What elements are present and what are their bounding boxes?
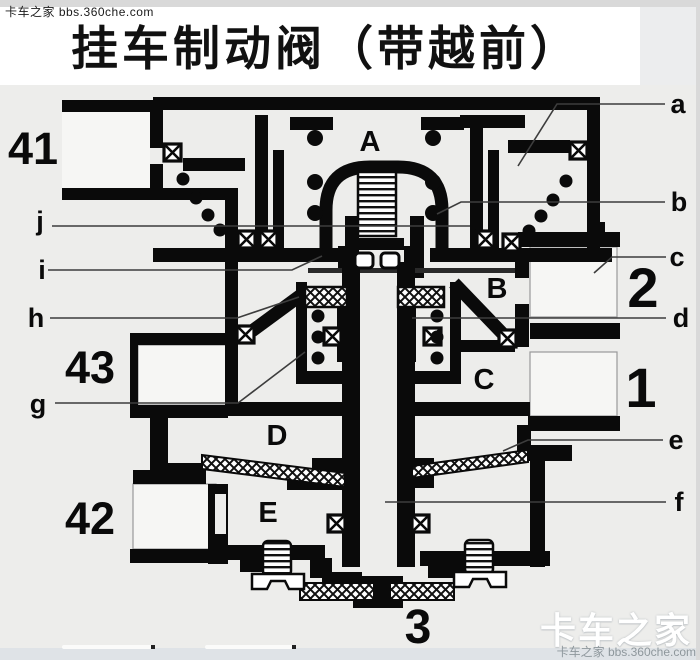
part-letter-labels: a b c d e f g h i j: [28, 89, 690, 517]
artifact-line-left: [62, 645, 152, 649]
chamber-label-A: A: [360, 126, 381, 158]
piston-seals: [303, 285, 446, 309]
housing-walls: [62, 97, 620, 608]
chamber-label-C: C: [474, 364, 495, 396]
adjusting-screws: [250, 538, 508, 591]
page-title: 挂车制动阀（带越前）: [71, 24, 581, 76]
valve-poppet: [353, 251, 401, 270]
artifact-dot-left: [151, 645, 155, 649]
part-label-d: d: [673, 303, 690, 333]
forum-watermark-top: 卡车之家 bbs.360che.com: [5, 5, 154, 19]
corner-patch: [640, 7, 700, 85]
artifact-dot-right: [292, 645, 296, 649]
wall-passages: [215, 278, 529, 534]
spring-bell: [319, 160, 449, 252]
artifact-line-right: [205, 645, 293, 649]
part-label-c: c: [669, 242, 684, 272]
part-label-g: g: [30, 389, 47, 419]
forum-watermark-large: 卡车之家: [539, 610, 692, 651]
coil-spring-sections: [176, 130, 573, 365]
port-label-1: 1: [625, 356, 656, 419]
port-label-42: 42: [65, 493, 115, 544]
port-label-2: 2: [627, 256, 658, 319]
port-label-41: 41: [8, 123, 58, 174]
chamber-label-D: D: [267, 420, 288, 452]
port-label-43: 43: [65, 342, 115, 393]
leader-lines: [48, 103, 666, 503]
port-number-labels: 41 43 42 2 1 3: [8, 123, 659, 654]
part-label-a: a: [670, 89, 686, 119]
part-label-j: j: [35, 206, 44, 236]
chamber-letter-labels: A B C D E: [258, 126, 507, 529]
part-label-f: f: [675, 487, 685, 517]
port-label-3: 3: [405, 601, 432, 654]
forum-watermark-small: 卡车之家 bbs.360che.com: [556, 645, 696, 659]
footer-strip: [0, 648, 700, 660]
exhaust-valve-seat: [299, 582, 455, 601]
relay-levers: [248, 278, 508, 339]
chamber-label-E: E: [258, 497, 277, 529]
title-band: [0, 7, 640, 85]
port-openings: [62, 112, 618, 550]
part-label-i: i: [38, 255, 46, 285]
window-top-edge: [0, 0, 700, 7]
part-label-h: h: [28, 303, 45, 333]
part-label-e: e: [668, 425, 683, 455]
window-right-edge: [696, 0, 700, 660]
diaphragm: [201, 448, 529, 489]
chamber-label-B: B: [487, 273, 508, 305]
part-label-b: b: [671, 187, 688, 217]
